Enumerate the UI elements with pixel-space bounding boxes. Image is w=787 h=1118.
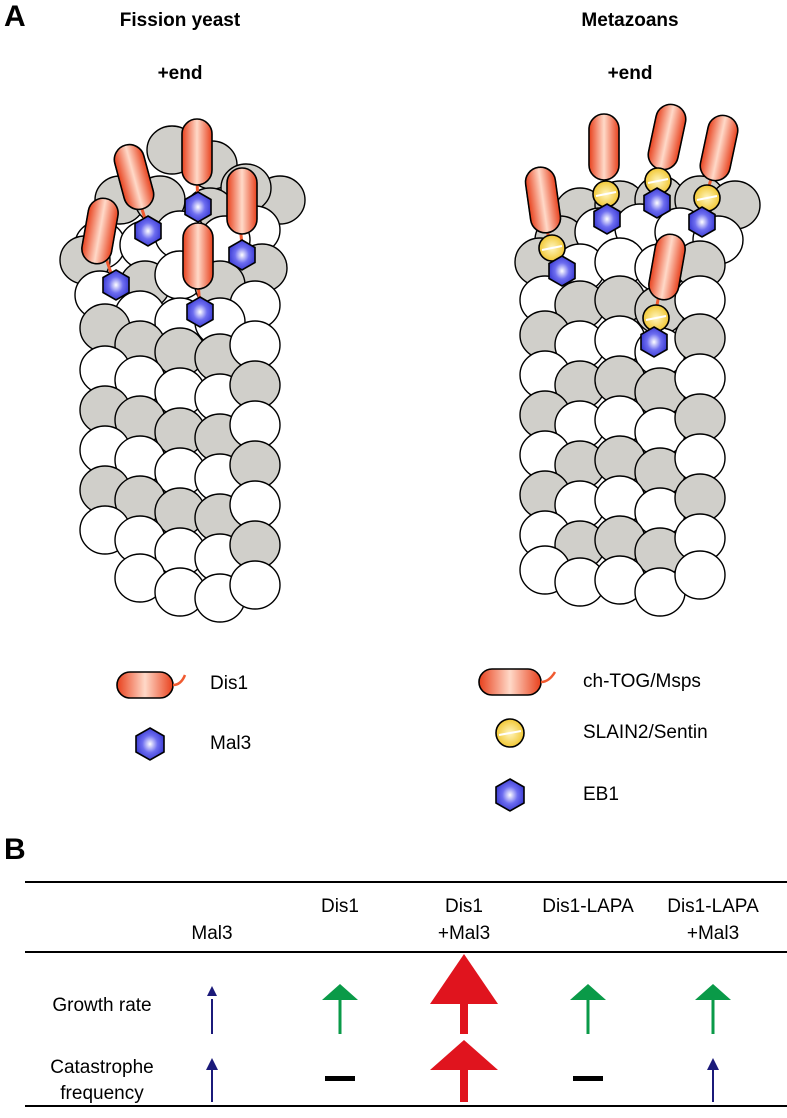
large-increase-arrow-icon [430,1040,498,1102]
fission-yeast-title: Fission yeast [119,10,241,31]
moderate-increase-arrow-icon [322,984,358,1034]
legend-chtog-label: ch-TOG/Msps [583,671,701,692]
column-header-line2: +Mal3 [686,923,740,944]
panel-a-label: A [4,0,26,33]
moderate-increase-arrow-icon [570,984,606,1034]
row-label-line1: Growth rate [52,995,152,1016]
column-header-dis1-lapa: Dis1-LAPA [518,893,658,920]
row-label-catastrophe-frequency: Catastrophe frequency [22,1055,182,1107]
column-header-line1: Dis1 [444,896,483,917]
row-label-line1: Catastrophe [50,1057,154,1078]
table-bottom-rule [25,1105,787,1107]
no-change-arrow-icon [573,1076,603,1081]
metazoan-binding-proteins [522,100,742,358]
chtog-msps-icon [478,668,557,696]
small-increase-arrow-icon [707,1058,719,1102]
slain2-sentin-icon [495,718,525,748]
fission-yeast-binding-proteins [78,118,258,328]
effects-grid [206,954,731,1102]
legend-mal3-label: Mal3 [210,733,252,754]
panel-b-label: B [4,833,26,866]
eb1-hexagon-icon [495,778,525,812]
column-header-mal3: Mal3 [142,893,282,947]
metazoans-title: Metazoans [581,10,679,31]
legend-dis1-label: Dis1 [210,673,249,694]
moderate-increase-arrow-icon [695,984,731,1034]
column-header-line2: +Mal3 [437,923,491,944]
table-top-rule [25,881,787,883]
column-header-line1: Dis1-LAPA [542,896,634,917]
row-label-line2: frequency [60,1083,144,1104]
legend-eb1-label: EB1 [583,784,619,805]
small-increase-arrow-icon [207,986,217,1034]
column-header-line1 [142,893,282,920]
legend-slain2-label: SLAIN2/Sentin [583,722,708,743]
small-increase-arrow-icon [206,1058,218,1102]
dis1-tog-icon [116,671,187,699]
no-change-arrow-icon [325,1076,355,1081]
column-header-line1: Dis1 [320,896,359,917]
mal3-hexagon-icon [135,727,165,761]
microtubule-diagrams [59,100,761,623]
metazoans-end-label: +end [607,63,653,84]
large-increase-arrow-icon [430,954,498,1034]
column-header-line1: Dis1-LAPA [667,896,759,917]
column-header-line2: Mal3 [191,923,233,944]
column-header-dis1-mal3: Dis1 +Mal3 [394,893,534,947]
column-header-dis1-lapa-mal3: Dis1-LAPA +Mal3 [643,893,783,947]
fission-yeast-end-label: +end [157,63,203,84]
column-header-dis1: Dis1 [270,893,410,920]
row-label-growth-rate: Growth rate [22,993,182,1019]
table-header-rule [25,951,787,953]
